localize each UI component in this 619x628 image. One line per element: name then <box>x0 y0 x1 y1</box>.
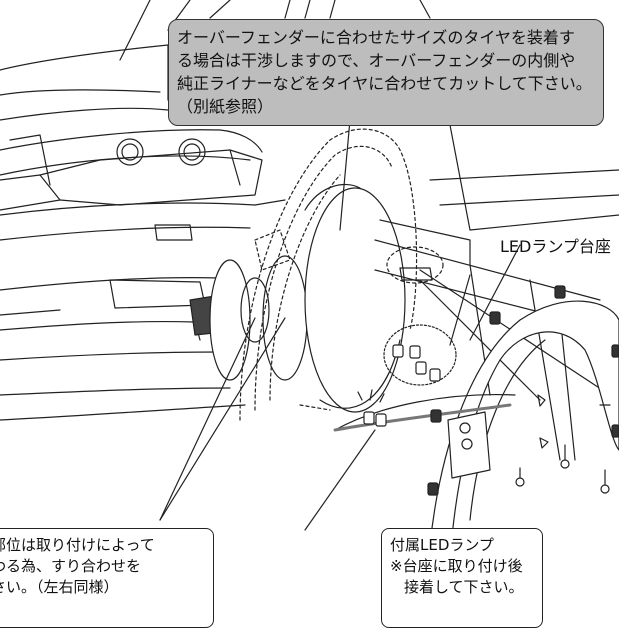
arch-cut-ellipses <box>240 255 308 381</box>
note-line: わる為、すり合わせを <box>0 557 142 575</box>
fitting-note-box: 部位は取り付けによって わる為、すり合わせを さい。（左右同様） <box>0 528 214 628</box>
note-line: さい。（左右同様） <box>0 578 119 596</box>
leader-lines <box>159 119 521 531</box>
note-line: 接着して下さい。 <box>404 578 524 596</box>
tire <box>304 183 406 413</box>
led-lamp-note-box: 付属LEDランプ ※台座に取り付け後 接着して下さい。 <box>381 528 543 628</box>
tire-clearance-callout: オーバーフェンダーに合わせたサイズのタイヤを装着す る場合は干渉しますので、オー… <box>168 19 604 126</box>
fender-liner-dashed <box>239 128 418 421</box>
fastener-screws <box>515 394 611 494</box>
led-base-label: LEDランプ台座 <box>500 237 611 256</box>
note-line: 部位は取り付けによって <box>0 536 155 554</box>
callout-line: る場合は干渉しますので、オーバーフェンダーの内側や <box>177 51 576 70</box>
callout-line: （別紙参照） <box>177 97 274 116</box>
led-base-area <box>383 246 471 386</box>
note-line: 付属LEDランプ <box>390 536 494 554</box>
headlight-cluster <box>116 138 206 166</box>
note-line: ※台座に取り付け後 <box>390 557 523 575</box>
callout-line: 純正ライナーなどをタイヤに合わせてカットして下さい。 <box>177 74 592 93</box>
callout-line: オーバーフェンダーに合わせたサイズのタイヤを装着す <box>177 28 575 47</box>
